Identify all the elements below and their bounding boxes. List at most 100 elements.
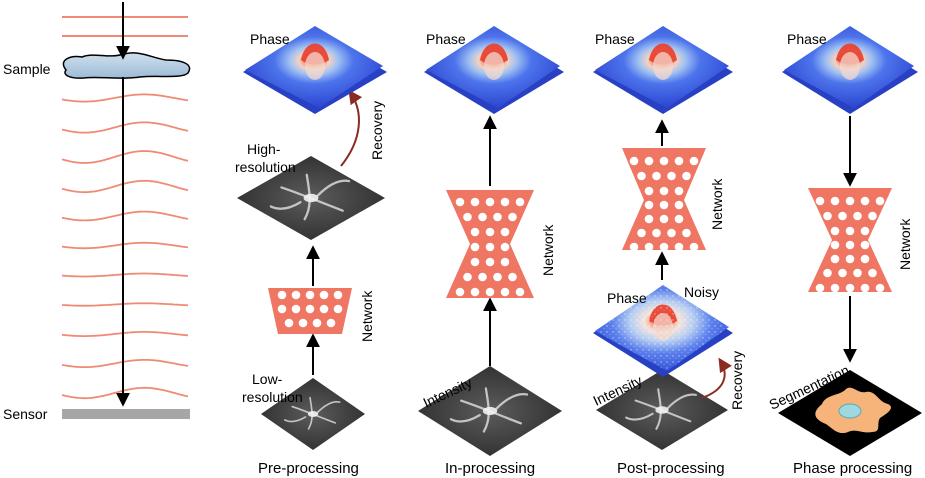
network-node — [667, 228, 676, 238]
network-node — [500, 242, 510, 252]
network-node — [637, 228, 646, 238]
sample-label: Sample — [3, 61, 51, 77]
network-node — [674, 242, 684, 252]
network-node — [333, 304, 343, 314]
inprocessing-phase-map — [424, 26, 564, 114]
network-node — [637, 171, 646, 181]
network-node — [659, 156, 669, 166]
cell-process — [449, 413, 481, 423]
network-node — [875, 283, 885, 293]
network-node — [845, 196, 855, 206]
network-node — [629, 156, 639, 166]
cell-body — [307, 411, 319, 417]
low-res-image — [261, 378, 365, 450]
phase-peak-skirt — [840, 52, 860, 80]
inprocessing-phase-label: Phase — [426, 31, 466, 47]
network-node — [860, 226, 870, 236]
phase-noise — [595, 285, 729, 371]
network-node — [674, 200, 684, 210]
wavefront-line — [61, 272, 189, 278]
network-node — [478, 272, 487, 282]
network-node — [815, 283, 825, 293]
network-node — [277, 290, 287, 300]
inprocessing-network-label: Network — [540, 224, 556, 276]
network-node — [312, 318, 322, 328]
cell-process — [495, 393, 529, 411]
network-node — [644, 156, 654, 166]
wavefront-line — [61, 179, 189, 194]
recovery-label: Recovery — [369, 101, 385, 160]
network-node — [845, 283, 855, 293]
network-node — [860, 240, 870, 250]
cell-body — [655, 406, 669, 414]
post-recovery-arrow — [701, 357, 732, 399]
sample-shape — [62, 52, 191, 79]
wavefront-line — [61, 150, 189, 164]
network-node — [830, 226, 840, 236]
network-node — [298, 318, 308, 328]
preprocessing-panel: Low- resolution Network High- resolution… — [235, 26, 387, 477]
network-node — [830, 254, 840, 264]
network-node — [463, 212, 472, 222]
cell-process — [316, 179, 351, 198]
network-node — [470, 242, 480, 252]
network-node — [644, 214, 654, 224]
cell-body — [482, 406, 498, 416]
post-recovery-label: Recovery — [729, 351, 745, 410]
network-node — [470, 227, 480, 237]
phaseprocessing-caption: Phase processing — [793, 460, 912, 477]
network-node — [652, 228, 661, 238]
network-node — [652, 171, 661, 181]
optics-panel: Sample Sensor — [3, 2, 191, 422]
high-res-label-line2: resolution — [235, 159, 296, 175]
network-node — [455, 287, 465, 297]
wavefront-line — [61, 359, 189, 368]
noisy-phase-map — [593, 285, 733, 377]
distorted-wavefronts — [61, 93, 189, 400]
cell-process — [666, 393, 697, 410]
segmented-nucleus — [838, 403, 862, 419]
network-node — [659, 214, 669, 224]
recovery-arrow — [340, 89, 363, 167]
wavefront-line — [61, 331, 189, 337]
postprocessing-phase-label: Phase — [595, 31, 635, 47]
network-node — [875, 196, 885, 206]
network-node — [682, 171, 691, 181]
network-node — [485, 257, 495, 267]
wavefront-line — [61, 121, 189, 134]
wavefront-line — [61, 386, 189, 400]
network-node — [674, 156, 684, 166]
high-res-label-line1: High- — [247, 141, 281, 157]
network-node — [689, 242, 699, 252]
phase-peak-skirt — [305, 52, 325, 80]
phase-peak-skirt — [484, 52, 504, 80]
postprocessing-network-label: Network — [709, 178, 725, 230]
network-node — [845, 254, 855, 264]
network-node — [860, 283, 870, 293]
sensor-bar — [62, 409, 190, 419]
phaseprocessing-panel: Phase Network Segmentation Phase process… — [767, 26, 922, 477]
cell-body — [303, 193, 319, 203]
network-node — [659, 186, 669, 196]
cell-process — [269, 201, 302, 210]
post-intensity-image — [596, 370, 728, 450]
postprocessing-caption: Post-processing — [617, 460, 725, 477]
noisy-phase-label: Phase — [607, 290, 647, 306]
network-node — [838, 268, 847, 278]
network-node — [277, 304, 287, 314]
network-node — [485, 197, 495, 207]
network-node — [853, 211, 862, 221]
wavefront-line — [61, 241, 189, 250]
network-node — [326, 318, 336, 328]
postprocessing-panel: Intensity Phase Noisy Recovery Network P… — [591, 26, 745, 477]
wavefront-line — [61, 210, 189, 222]
network-node — [830, 196, 840, 206]
network-node — [319, 290, 329, 300]
phaseprocessing-phase-map — [782, 26, 918, 114]
network-node — [500, 227, 510, 237]
network-node — [470, 257, 480, 267]
network-node — [860, 196, 870, 206]
cell-process — [625, 412, 654, 421]
network-node — [682, 228, 691, 238]
low-res-label-line1: Low- — [252, 371, 283, 387]
